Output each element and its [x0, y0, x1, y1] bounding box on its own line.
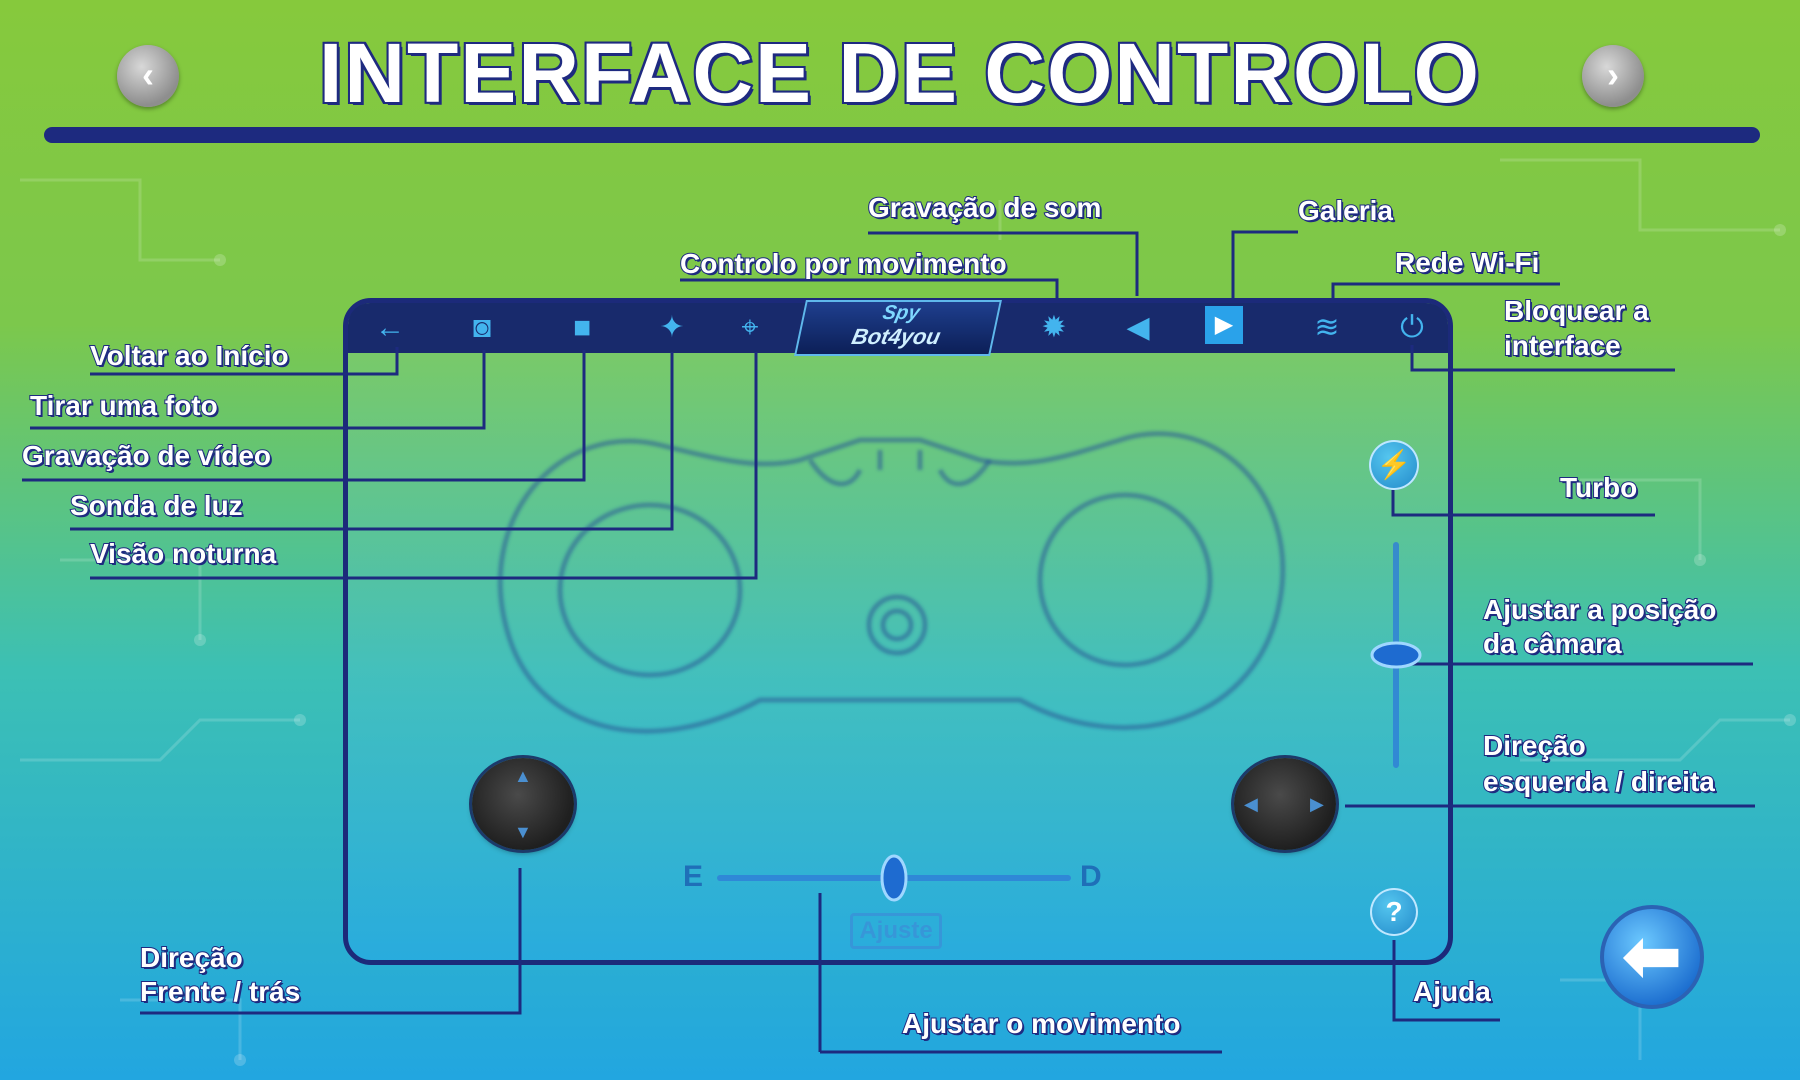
- arrow-down-icon: ▼: [514, 822, 532, 842]
- slider-right-label: D: [1080, 860, 1102, 893]
- help-button[interactable]: ?: [1370, 888, 1418, 936]
- label-take-photo: Tirar uma foto: [29, 389, 219, 422]
- label-gallery: Galeria: [1297, 194, 1394, 227]
- next-page-button[interactable]: ›: [1582, 45, 1644, 107]
- title-underline: [44, 127, 1760, 143]
- label-left-right-line-1: Direção: [1482, 729, 1587, 762]
- return-button[interactable]: ⬅: [1600, 905, 1704, 1009]
- label-camera-line-2: da câmara: [1482, 627, 1623, 660]
- label-forward-back-line-2: Frente / trás: [139, 975, 301, 1008]
- arrow-left-icon: ◀: [1244, 794, 1258, 814]
- camera-slider-thumb: [1370, 641, 1422, 669]
- label-sound-recording: Gravação de som: [867, 191, 1102, 224]
- camera-icon[interactable]: ◙: [472, 311, 492, 344]
- label-light-probe: Sonda de luz: [69, 489, 244, 522]
- arrow-right-icon: ▶: [1310, 794, 1324, 814]
- label-night-vision: Visão noturna: [89, 537, 277, 570]
- light-bulb-icon[interactable]: ✦: [659, 311, 685, 344]
- return-arrow-icon: ⬅: [1622, 917, 1682, 995]
- play-gallery-icon[interactable]: ▶: [1205, 306, 1243, 344]
- turbo-button[interactable]: ⚡: [1369, 440, 1419, 490]
- left-right-joystick[interactable]: ◀ ▶: [1234, 758, 1336, 850]
- label-adjust-motion: Ajustar o movimento: [901, 1007, 1181, 1040]
- label-motion-control: Controlo por movimento: [679, 247, 1008, 280]
- label-back-home: Voltar ao Início: [89, 339, 290, 372]
- label-help: Ajuda: [1412, 975, 1492, 1008]
- speaker-icon[interactable]: ◀: [1126, 311, 1150, 344]
- motion-slider-thumb: [880, 854, 908, 902]
- video-camera-icon[interactable]: ■: [572, 311, 592, 344]
- motion-control-icon[interactable]: ✹: [1041, 311, 1067, 344]
- lightning-icon: ⚡: [1376, 449, 1412, 480]
- label-left-right-line-2: esquerda / direita: [1482, 765, 1716, 798]
- label-lock-line-2: interface: [1503, 329, 1622, 362]
- label-turbo: Turbo: [1559, 471, 1638, 504]
- label-forward-back-line-1: Direção: [139, 941, 244, 974]
- back-arrow-icon[interactable]: ←: [375, 311, 405, 344]
- label-camera-line-1: Ajustar a posição: [1482, 593, 1717, 626]
- adjust-button[interactable]: Ajuste: [850, 913, 942, 949]
- previous-page-button[interactable]: ‹: [117, 45, 179, 107]
- label-video-recording: Gravação de vídeo: [21, 439, 272, 472]
- label-lock-line-1: Bloquear a: [1503, 294, 1650, 327]
- forward-back-joystick[interactable]: ▲ ▼: [472, 758, 574, 850]
- power-lock-icon[interactable]: ⏻: [1400, 311, 1424, 344]
- crosshair-icon[interactable]: ⌖: [741, 311, 759, 344]
- slider-left-label: E: [683, 860, 704, 893]
- arrow-up-icon: ▲: [514, 766, 532, 786]
- label-wifi-network: Rede Wi-Fi: [1394, 246, 1540, 279]
- page-title: INTERFACE DE CONTROLO: [317, 24, 1481, 122]
- wifi-icon[interactable]: ≋: [1314, 311, 1340, 344]
- help-icon: ?: [1385, 896, 1403, 927]
